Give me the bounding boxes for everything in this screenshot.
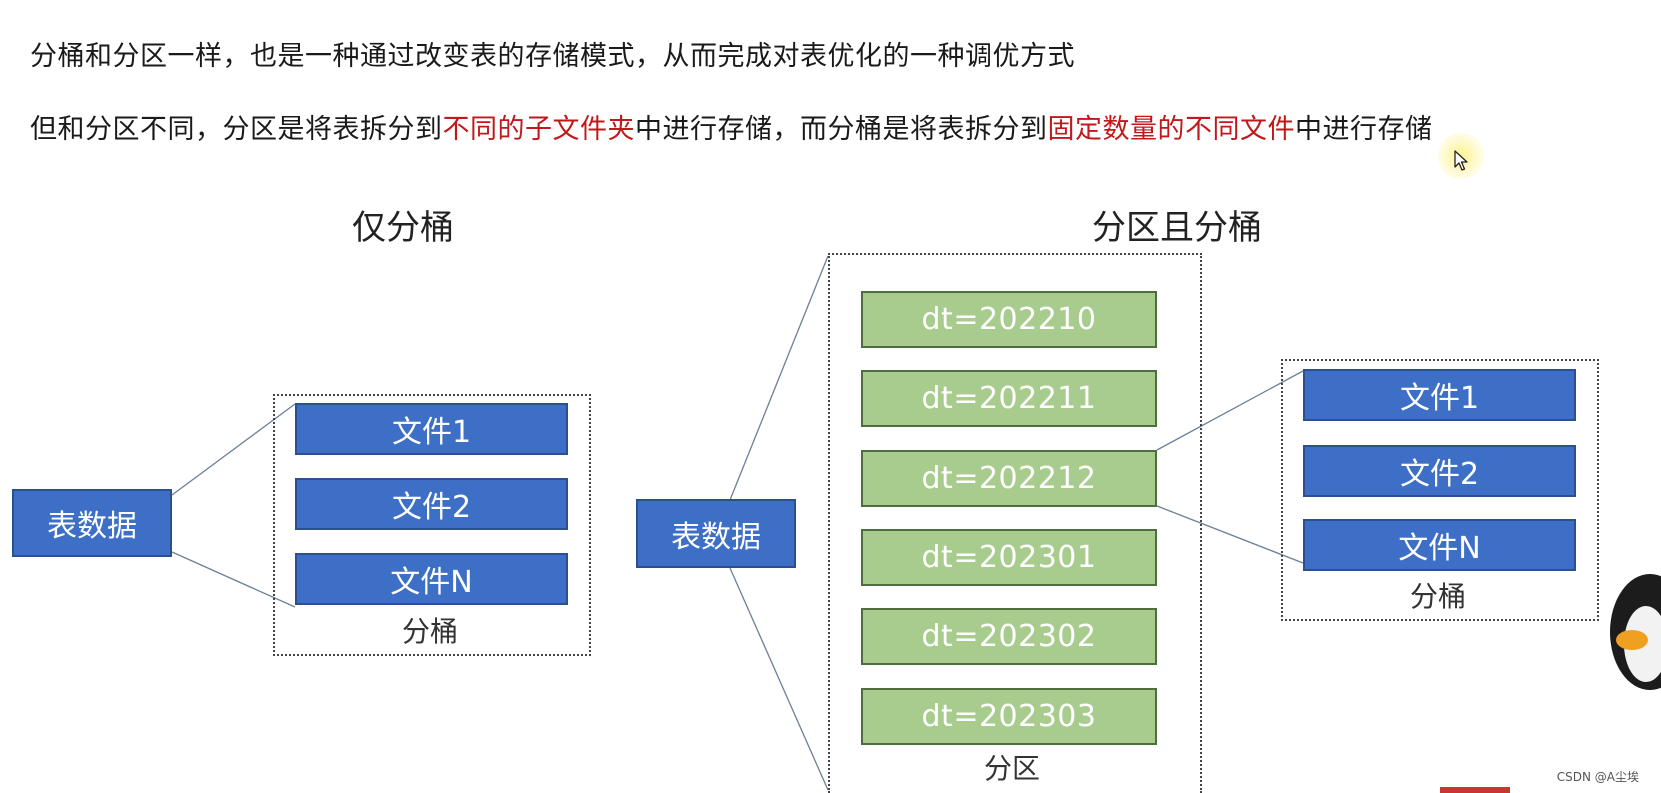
intro-line-2-part-1: 但和分区不同，分区是将表拆分到 (30, 114, 443, 145)
bucket-file-2-right: 文件2 (1303, 445, 1576, 497)
connector-partition-bottom (1156, 505, 1304, 564)
mouse-pointer-icon (1454, 150, 1468, 171)
table-data-box-left: 表数据 (12, 489, 172, 557)
penguin-mascot-icon (1610, 574, 1661, 690)
title-partition-and-bucket: 分区且分桶 (1092, 208, 1262, 248)
bucket-group-left (273, 394, 591, 656)
bucket-file-2-left: 文件2 (295, 478, 568, 530)
partition-dt-202210: dt=202210 (861, 291, 1157, 348)
bucket-file-1-left: 文件1 (295, 403, 568, 455)
partition-dt-202302: dt=202302 (861, 608, 1157, 665)
intro-line-2: 但和分区不同，分区是将表拆分到不同的子文件夹中进行存储，而分桶是将表拆分到固定数… (30, 107, 1433, 146)
bucket-group-right (1281, 359, 1599, 621)
csdn-watermark: CSDN @A尘埃 (1556, 770, 1639, 784)
highlight-subfolders: 不同的子文件夹 (442, 114, 635, 145)
bucket-caption-right: 分桶 (1410, 580, 1467, 613)
partition-dt-202211: dt=202211 (861, 370, 1157, 427)
partition-group (828, 253, 1202, 793)
bucket-file-n-left: 文件N (295, 553, 568, 605)
connector-right-bottom (729, 567, 829, 791)
partition-dt-202212: dt=202212 (861, 450, 1157, 507)
table-data-box-right: 表数据 (636, 499, 796, 568)
partition-dt-202303: dt=202303 (861, 688, 1157, 745)
bucket-file-n-right: 文件N (1303, 519, 1576, 571)
connector-partition-top (1156, 370, 1304, 451)
partition-caption: 分区 (984, 752, 1041, 785)
intro-line-2-part-3: 中进行存储 (1295, 114, 1433, 145)
corner-bar (1440, 787, 1510, 793)
connector-right-top (729, 255, 829, 501)
bucket-file-1-right: 文件1 (1303, 369, 1576, 421)
intro-line-1: 分桶和分区一样，也是一种通过改变表的存储模式，从而完成对表优化的一种调优方式 (30, 41, 1075, 72)
intro-line-2-part-2: 中进行存储，而分桶是将表拆分到 (635, 114, 1048, 145)
partition-dt-202301: dt=202301 (861, 529, 1157, 586)
title-bucket-only: 仅分桶 (352, 208, 454, 248)
highlight-fixed-files: 固定数量的不同文件 (1047, 114, 1295, 145)
bucket-caption-left: 分桶 (402, 615, 459, 648)
